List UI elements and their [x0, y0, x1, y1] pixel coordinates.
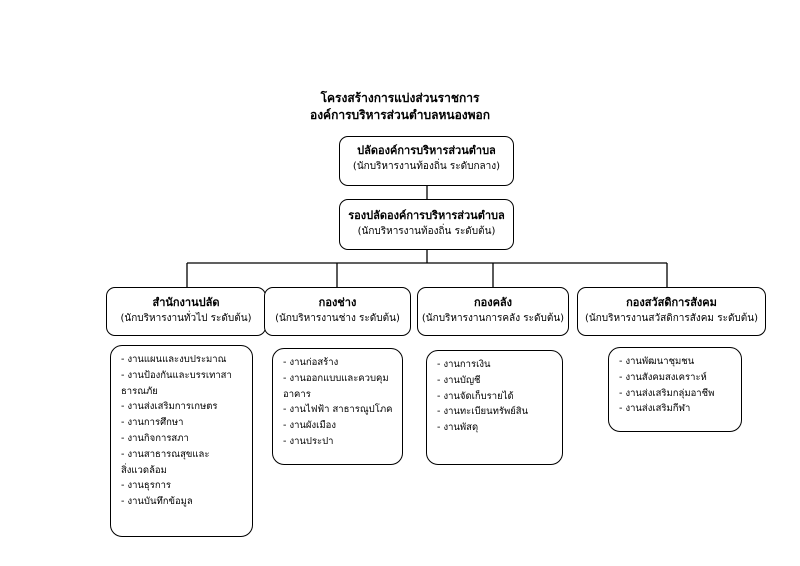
node-chief-administrator: ปลัดองค์การบริหารส่วนตำบล (นักบริหารงานท…: [339, 136, 514, 186]
task-item: - งานประปา: [283, 435, 334, 447]
node-level: (นักบริหารงานท้องถิ่น ระดับต้น): [357, 226, 496, 237]
task-list-social-welfare-division: - งานพัฒนาชุมชน - งานสังคมสงเคราะห์ - งา…: [608, 347, 742, 432]
task-item: - งานบัญชี: [437, 374, 481, 386]
dept-level: (นักบริหารงานทั่วไป ระดับต้น): [120, 313, 252, 324]
chart-subtitle: องค์การบริหารส่วนตำบลหนองพอก: [309, 108, 491, 122]
task-item: - งานการศึกษา: [121, 417, 184, 429]
dept-level: (นักบริหารงานการคลัง ระดับต้น): [421, 313, 565, 324]
dept-level: (นักบริหารงานช่าง ระดับต้น): [275, 313, 400, 324]
task-item: อาคาร: [283, 388, 311, 400]
dept-title: กองคลัง: [473, 296, 513, 309]
task-list-engineering-division: - งานก่อสร้าง - งานออกแบบและควบคุม อาคาร…: [272, 348, 403, 465]
task-item: สิ่งแวดล้อม: [121, 464, 167, 476]
task-item: - งานส่งเสริมการเกษตร: [121, 401, 218, 413]
task-item: - งานพัสดุ: [437, 422, 479, 434]
task-item: - งานพัฒนาชุมชน: [619, 356, 695, 367]
task-list-finance-division: - งานการเงิน - งานบัญชี - งานจัดเก็บรายไ…: [426, 350, 563, 465]
dept-title: สำนักงานปลัด: [152, 296, 220, 309]
task-item: - งานส่งเสริมกลุ่มอาชีพ: [619, 387, 715, 399]
task-item: - งานส่งเสริมกีฬา: [619, 403, 691, 415]
node-title: รองปลัดองค์การบริหารส่วนตำบล: [348, 209, 505, 222]
task-item: - งานออกแบบและควบคุม: [283, 372, 389, 384]
task-item: - งานสังคมสงเคราะห์: [619, 371, 707, 383]
node-engineering-division: กองช่าง (นักบริหารงานช่าง ระดับต้น): [264, 287, 411, 336]
task-list-office-of-clerk: - งานแผนและงบประมาณ - งานป้องกันและบรรเท…: [110, 345, 253, 537]
node-social-welfare-division: กองสวัสดิการสังคม (นักบริหารงานสวัสดิการ…: [577, 287, 766, 336]
task-item: - งานไฟฟ้า สาธารณูปโภค: [283, 404, 393, 416]
task-item: - งานการเงิน: [437, 359, 491, 370]
task-item: - งานก่อสร้าง: [283, 357, 339, 368]
dept-title: กองช่าง: [318, 296, 357, 309]
task-item: - งานธุรการ: [121, 480, 172, 492]
dept-level: (นักบริหารงานสวัสดิการสังคม ระดับต้น): [584, 313, 759, 324]
task-item: - งานแผนและงบประมาณ: [121, 354, 227, 365]
task-item: - งานกิจการสภา: [121, 432, 189, 444]
task-item: - งานจัดเก็บรายได้: [437, 390, 514, 402]
node-office-of-clerk: สำนักงานปลัด (นักบริหารงานทั่วไป ระดับต้…: [106, 287, 266, 336]
node-deputy-administrator: รองปลัดองค์การบริหารส่วนตำบล (นักบริหารง…: [339, 199, 514, 250]
task-item: - งานผังเมือง: [283, 420, 336, 432]
task-item: - งานทะเบียนทรัพย์สิน: [437, 406, 529, 418]
dept-title: กองสวัสดิการสังคม: [626, 296, 717, 309]
task-item: - งานสาธารณสุขและ: [121, 448, 210, 460]
task-item: ธารณภัย: [121, 385, 158, 397]
node-finance-division: กองคลัง (นักบริหารงานการคลัง ระดับต้น): [417, 287, 569, 336]
chart-title: โครงสร้างการแบ่งส่วนราชการ: [320, 91, 480, 105]
task-item: - งานบันทึกข้อมูล: [121, 496, 193, 508]
node-level: (นักบริหารงานท้องถิ่น ระดับกลาง): [352, 161, 501, 172]
task-item: - งานป้องกันและบรรเทาสา: [121, 369, 232, 381]
node-title: ปลัดองค์การบริหารส่วนตำบล: [357, 144, 496, 157]
